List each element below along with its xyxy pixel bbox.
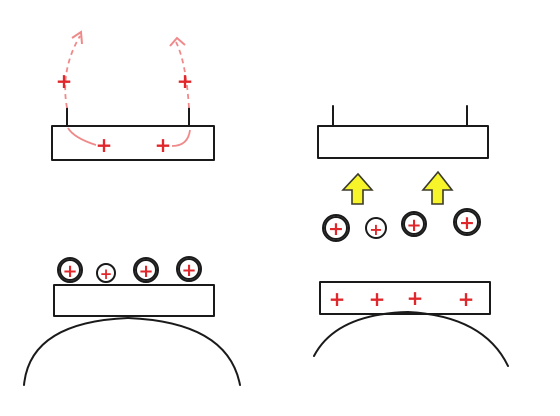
right-ion-4-charge: + [459,212,475,234]
left-escape-path-inner-left [67,127,97,146]
right-bottom-plate-group: + + + + [319,281,491,315]
right-bottom-plate-charge-3: + [407,286,424,310]
right-upward-arrow-2 [421,170,454,205]
left-escape-trail-right [175,41,190,109]
left-ion-1-charge: + [62,261,77,282]
left-top-plate [51,125,215,161]
right-bottom-plate-charge-2: + [369,287,386,311]
left-heated-surface [23,317,241,386]
right-bottom-plate-charge-4: + [458,287,475,311]
right-top-plate-group [317,105,489,159]
left-escaping-charge-2: + [177,69,194,93]
right-upward-arrow-1 [341,172,374,205]
right-ion-3-charge: + [406,215,421,236]
left-ion-4-charge: + [181,260,196,281]
left-ion-2: + [96,263,116,283]
right-bottom-plate-charge-1: + [329,287,346,311]
right-top-plate [317,125,489,159]
right-ion-4: + [453,208,481,236]
right-panel: + + + + + + + + [313,105,509,367]
left-escape-arrowhead-left [71,30,83,45]
left-ion-4: + [176,256,202,282]
left-escape-trail-left [64,35,81,109]
right-ion-2-charge: + [369,220,382,239]
left-escape-arrowhead-right [169,36,186,47]
right-ion-1-charge: + [328,218,344,240]
right-bottom-plate [319,281,491,315]
left-ion-1: + [57,257,83,283]
left-ion-3: + [133,257,159,283]
left-escaping-charge-1: + [56,69,73,93]
left-top-plate-group: + + + + [51,30,215,161]
left-bottom-plate-group: + + + + [53,256,215,317]
left-bottom-plate [53,284,215,317]
right-ion-1: + [322,214,350,242]
left-panel: + + + + + + [23,30,241,386]
right-ion-2: + [365,217,387,239]
left-escape-path-inner-right [171,129,191,147]
right-ion-3: + [401,211,427,237]
left-ion-3-charge: + [138,261,153,282]
left-top-plate-charge-1: + [96,133,113,157]
left-top-plate-charge-2: + [155,133,172,157]
right-heated-surface [313,311,509,367]
left-ion-2-charge: + [100,265,113,283]
